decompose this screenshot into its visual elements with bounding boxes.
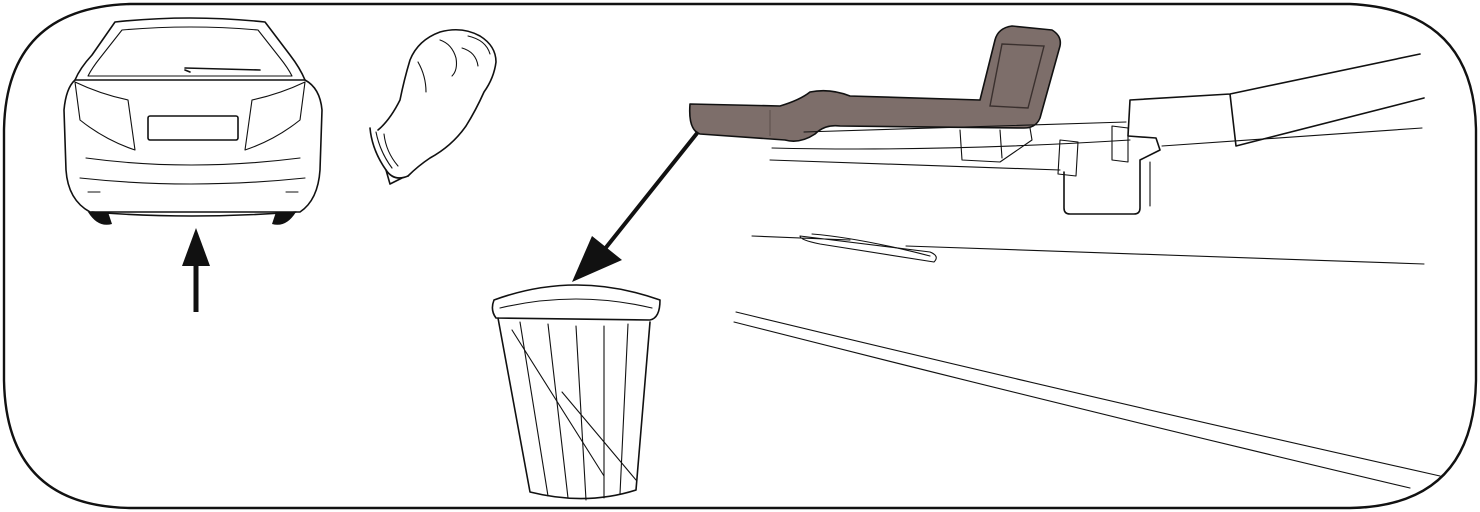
bumper-trim-piece-icon — [690, 26, 1061, 141]
disposable-glove-icon — [370, 30, 496, 184]
car-rear-view-icon — [64, 18, 322, 225]
waste-bin-icon — [492, 285, 660, 500]
up-arrow-icon — [182, 228, 210, 312]
discard-arrow-icon — [572, 132, 698, 282]
